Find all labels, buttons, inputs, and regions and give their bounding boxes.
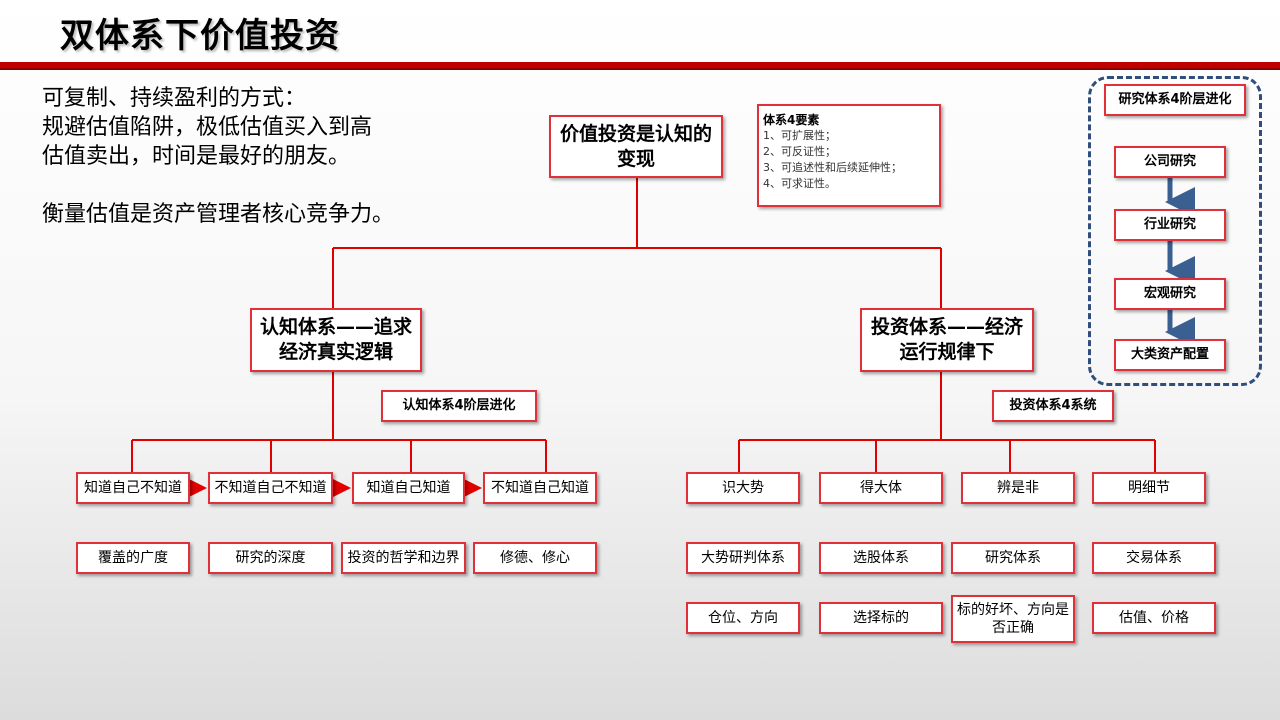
requirement-item: 3、可追述性和后续延伸性；	[763, 161, 902, 174]
title-underline	[0, 62, 1280, 70]
cognition-meaning: 修德、修心	[473, 542, 597, 574]
investment-detail: 仓位、方向	[686, 602, 800, 634]
research-step: 公司研究	[1114, 146, 1226, 178]
cognition-meaning: 投资的哲学和边界	[341, 542, 466, 574]
investment-system: 选股体系	[819, 542, 943, 574]
intro-line: 可复制、持续盈利的方式：	[42, 86, 307, 111]
research-step: 大类资产配置	[1114, 339, 1226, 371]
requirement-item: 1、可扩展性；	[763, 129, 836, 142]
root-node: 价值投资是认知的变现	[549, 115, 723, 178]
investment-sub-label: 投资体系4系统	[992, 390, 1114, 422]
investment-pillar: 得大体	[819, 472, 943, 504]
investment-system: 大势研判体系	[686, 542, 800, 574]
research-ladder-frame	[1088, 76, 1262, 386]
intro-line: 估值卖出，时间是最好的朋友。	[42, 144, 351, 169]
investment-pillar: 明细节	[1092, 472, 1206, 504]
cognition-stage: 知道自己不知道	[76, 472, 190, 504]
requirements-box: 体系4要素 1、可扩展性； 2、可反证性； 3、可追述性和后续延伸性； 4、可求…	[757, 104, 941, 207]
cognition-meaning: 覆盖的广度	[76, 542, 190, 574]
investment-pillar: 识大势	[686, 472, 800, 504]
investment-detail: 估值、价格	[1092, 602, 1216, 634]
intro-text: 可复制、持续盈利的方式： 规避估值陷阱，极低估值买入到高 估值卖出，时间是最好的…	[42, 84, 442, 229]
cognition-stage: 不知道自己不知道	[208, 472, 333, 504]
investment-system-node: 投资体系——经济运行规律下	[860, 308, 1034, 372]
investment-system: 研究体系	[951, 542, 1075, 574]
cognition-stage: 知道自己知道	[352, 472, 465, 504]
cognition-meaning: 研究的深度	[208, 542, 333, 574]
cognition-stage: 不知道自己知道	[483, 472, 597, 504]
requirement-item: 4、可求证性。	[763, 177, 836, 190]
intro-line: 规避估值陷阱，极低估值买入到高	[42, 115, 373, 140]
page-title: 双体系下价值投资	[60, 16, 340, 56]
requirement-item: 2、可反证性；	[763, 145, 836, 158]
cognition-sub-label: 认知体系4阶层进化	[381, 390, 537, 422]
investment-pillar: 辨是非	[961, 472, 1075, 504]
investment-detail: 选择标的	[819, 602, 943, 634]
requirements-title: 体系4要素	[763, 113, 820, 127]
research-ladder-title: 研究体系4阶层进化	[1104, 84, 1246, 116]
intro-tail: 衡量估值是资产管理者核心竞争力。	[42, 202, 395, 227]
research-step: 行业研究	[1114, 209, 1226, 241]
investment-detail: 标的好坏、方向是否正确	[951, 595, 1075, 643]
investment-system: 交易体系	[1092, 542, 1216, 574]
cognition-system-node: 认知体系——追求经济真实逻辑	[250, 308, 422, 372]
research-step: 宏观研究	[1114, 278, 1226, 310]
